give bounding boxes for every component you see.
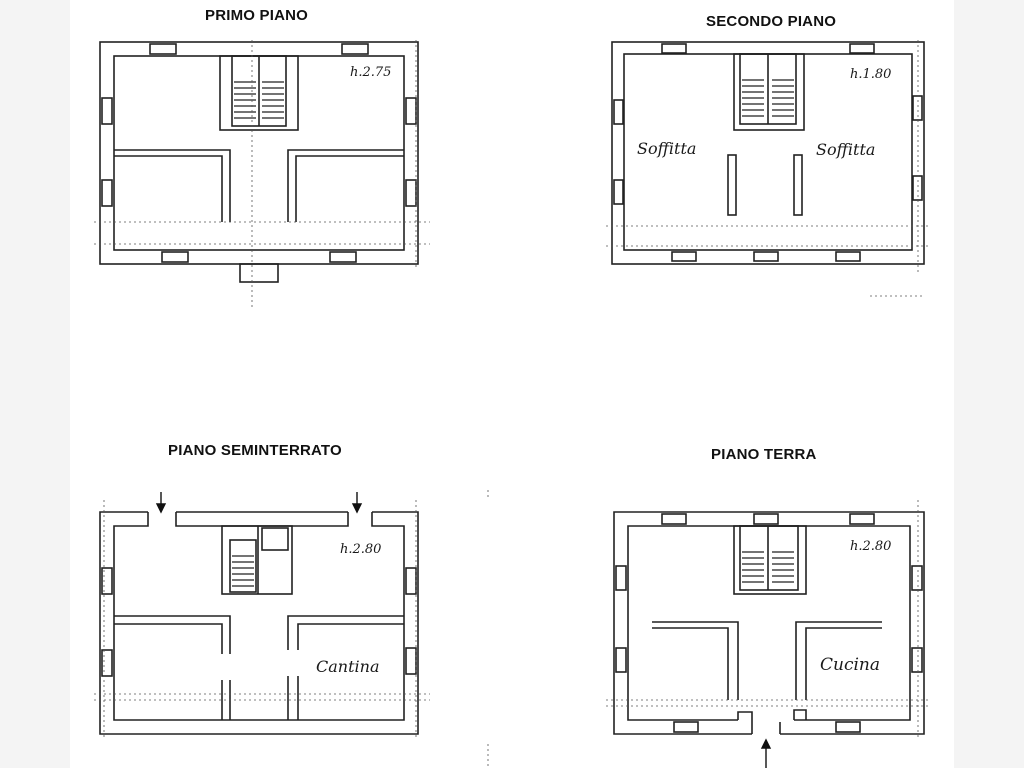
terra-room-right-label: Cucina (820, 655, 880, 675)
terra-height-note: h.2.80 (850, 539, 891, 554)
secondo-room-right-label: Soffitta (816, 140, 875, 159)
seminterrato-room-right-label: Cantina (316, 657, 379, 676)
seminterrato-height-note: h.2.80 (340, 542, 381, 557)
primo-height-note: h.2.75 (350, 65, 391, 80)
primo-piano-title: PRIMO PIANO (205, 7, 309, 24)
secondo-height-note: h.1.80 (850, 67, 891, 82)
secondo-piano-title: SECONDO PIANO (706, 13, 837, 30)
piano-terra-title: PIANO TERRA (711, 446, 817, 463)
secondo-room-left-label: Soffitta (637, 139, 696, 158)
piano-seminterrato-title: PIANO SEMINTERRATO (168, 442, 342, 459)
